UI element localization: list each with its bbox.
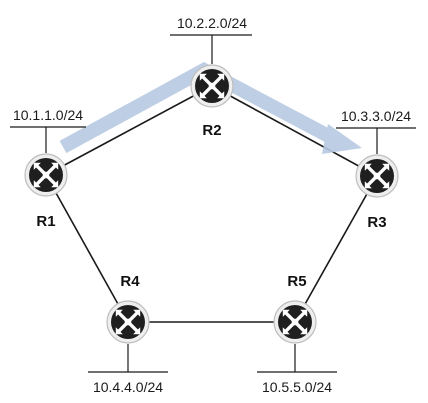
subnet-label: 10.5.5.0/24 [262,379,332,395]
router-label: R3 [367,214,386,231]
router-r3: R3 10.3.3.0/24 [341,108,411,231]
router-label: R5 [287,273,306,290]
router-label: R2 [202,122,221,139]
router-icon [190,64,234,108]
router-r2: R2 10.2.2.0/24 [177,15,247,139]
subnet-label: 10.2.2.0/24 [177,15,247,31]
subnet-label: 10.4.4.0/24 [93,379,163,395]
router-r1: R1 10.1.1.0/24 [13,107,83,230]
links [45,85,378,323]
subnet-label: 10.1.1.0/24 [13,107,83,123]
router-label: R1 [36,213,55,230]
router-r5: R5 10.5.5.0/24 [262,273,332,395]
link-r3-r5 [294,175,378,323]
router-icon [24,153,68,197]
router-icon [355,154,399,198]
subnet-label: 10.3.3.0/24 [341,108,411,124]
subnet-stubs [10,34,416,373]
router-icon [106,300,150,344]
link-r2-r3 [211,85,378,177]
link-r1-r4 [45,174,129,323]
link-r1-r2 [45,85,213,176]
router-r4: R4 10.4.4.0/24 [93,273,163,395]
router-icon [273,300,317,344]
router-label: R4 [120,273,140,290]
